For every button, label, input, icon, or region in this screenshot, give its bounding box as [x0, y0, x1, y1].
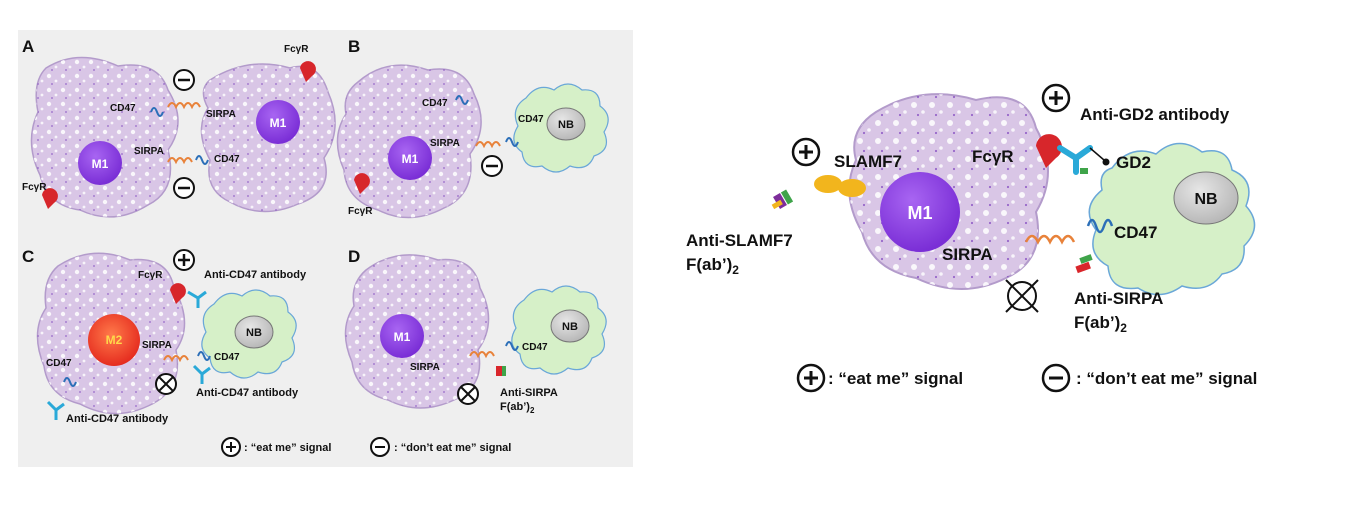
fcgr-receptor-icon	[354, 173, 370, 194]
tumor-nucleus-label-d: NB	[562, 321, 578, 333]
cd47-coil-main	[1086, 218, 1114, 234]
legend-eat-me-left: : “eat me” signal	[244, 442, 331, 454]
cd47-label-b-tumor: CD47	[518, 114, 544, 125]
tumor-nucleus-main	[1173, 171, 1239, 225]
legend-dont-eat-me-left: : “don’t eat me” signal	[394, 442, 511, 454]
fcgr-label-a2: FcγR	[284, 44, 309, 55]
fab-label-d: F(ab’)2	[500, 401, 535, 415]
nucleus-label-a1: M1	[92, 157, 109, 171]
sirpa-label-b: SIRPA	[430, 138, 460, 149]
sirpa-coil-d	[469, 351, 495, 359]
nucleus-label-a2: M1	[270, 116, 287, 130]
panel-letter-a: A	[22, 37, 34, 56]
fcgr-label-c: FcγR	[138, 270, 163, 281]
tumor-nucleus-d	[550, 309, 590, 343]
tumor-nucleus-label-b: NB	[558, 119, 574, 131]
sirpa-label-c: SIRPA	[142, 340, 172, 351]
anti-slamf7-label: Anti-SLAMF7	[686, 231, 793, 250]
anti-slamf7-fab-label: F(ab’)2	[686, 255, 739, 277]
cd47-coil-a-top	[150, 107, 164, 117]
panel-d: M1 NB SIRPA CD47 Anti-SIRPA F(ab’)2	[344, 254, 607, 415]
fcgr-label-main: FcγR	[972, 147, 1014, 166]
right-figure-panel: M1 NB SLAMF7 Anti-SLAMF7 F(ab’)2 FcγR An…	[676, 64, 1328, 399]
nucleus-label-c: M2	[106, 333, 123, 347]
gd2-label: GD2	[1116, 153, 1151, 172]
nucleus-d	[380, 314, 424, 358]
slamf7-label: SLAMF7	[834, 152, 902, 171]
right-figure-svg: M1 NB SLAMF7 Anti-SLAMF7 F(ab’)2 FcγR An…	[686, 83, 1257, 393]
cd47-label-a-top: CD47	[110, 103, 136, 114]
sirpa-label-a-top: SIRPA	[206, 109, 236, 120]
nucleus-a1	[78, 141, 122, 185]
anti-cd47-label-mid: Anti-CD47 antibody	[196, 387, 299, 399]
cd47-label-d: CD47	[522, 342, 548, 353]
fab-fragment-icon	[1075, 254, 1093, 274]
fcgr-receptor-icon	[42, 188, 58, 209]
cd47-coil-b-tumor	[505, 137, 519, 147]
anti-cd47-label-top: Anti-CD47 antibody	[204, 269, 307, 281]
nucleus-c	[88, 314, 140, 366]
anti-sirpa-fab-label: F(ab’)2	[1074, 313, 1127, 335]
panel-letter-b: B	[348, 37, 360, 56]
sirpa-coil-a-top	[167, 102, 201, 110]
antibody-icon	[1057, 145, 1093, 175]
tumor-cell-main	[1088, 142, 1256, 296]
cd47-coil-c-macrophage	[63, 377, 77, 387]
nucleus-a2	[256, 100, 300, 144]
antibody-icon	[187, 290, 207, 308]
tumor-nucleus-label-main: NB	[1194, 191, 1217, 208]
fcgr-label-a1: FcγR	[22, 182, 47, 193]
anti-sirpa-label-d: Anti-SIRPA	[500, 387, 558, 399]
tumor-nucleus-b	[546, 107, 586, 141]
panel-c: M2 NB FcγR Anti-CD47 antibody SIRPA CD47…	[36, 249, 307, 425]
sirpa-label-d: SIRPA	[410, 362, 440, 373]
cd47-label-main: CD47	[1114, 223, 1157, 242]
nucleus-main	[880, 172, 960, 252]
cd47-coil-a-bottom	[195, 155, 209, 165]
fab-fragment-icon	[496, 366, 506, 376]
sirpa-label-a-bottom: SIRPA	[134, 146, 164, 157]
antibody-icon	[192, 364, 211, 384]
nucleus-label-d: M1	[394, 330, 411, 344]
panel-letter-d: D	[348, 247, 360, 266]
anti-gd2-label: Anti-GD2 antibody	[1080, 105, 1230, 124]
sirpa-coil-b	[475, 141, 501, 149]
tumor-nucleus-c	[234, 315, 274, 349]
gd2-antigen-dot	[1102, 158, 1110, 166]
antibody-icon	[46, 400, 65, 420]
fab-fragment-icon	[771, 189, 794, 210]
panel-letter-c: C	[22, 247, 34, 266]
nucleus-b	[388, 136, 432, 180]
cd47-label-b-macrophage: CD47	[422, 98, 448, 109]
slamf7-receptor-icon	[814, 175, 866, 197]
sirpa-label-main: SIRPA	[942, 245, 993, 264]
anti-sirpa-label-main: Anti-SIRPA	[1074, 289, 1163, 308]
panel-b: M1 NB CD47 SIRPA CD47 FcγR	[336, 64, 609, 219]
panel-a: M1 M1 CD47 SIRPA SIRPA CD47 FcγR FcγR	[22, 44, 336, 218]
left-figure-panel: A B C D M1 M1 CD47 SIRPA SIRPA CD47 FcγR…	[18, 30, 633, 467]
cd47-coil-d	[505, 341, 519, 351]
cd47-coil-c-tumor	[197, 351, 211, 361]
legend-eat-me-right: : “eat me” signal	[828, 369, 963, 388]
fcgr-receptor-icon	[1036, 134, 1062, 168]
sirpa-coil-main	[1024, 234, 1076, 245]
nucleus-label-main: M1	[907, 203, 932, 223]
sirpa-coil-c	[163, 355, 189, 363]
sirpa-coil-a-bottom	[167, 157, 193, 165]
cd47-label-c-macrophage: CD47	[46, 358, 72, 369]
left-figure-svg: A B C D M1 M1 CD47 SIRPA SIRPA CD47 FcγR…	[22, 37, 609, 457]
legend-dont-eat-me-right: : “don’t eat me” signal	[1076, 369, 1257, 388]
cd47-label-a-bottom: CD47	[214, 154, 240, 165]
tumor-nucleus-label-c: NB	[246, 327, 262, 339]
fcgr-receptor-icon	[300, 61, 316, 82]
cd47-label-c-tumor: CD47	[214, 352, 240, 363]
legend-right: : “eat me” signal : “don’t eat me” signa…	[796, 363, 1257, 393]
nucleus-label-b: M1	[402, 152, 419, 166]
fcgr-label-b: FcγR	[348, 206, 373, 217]
legend-left: : “eat me” signal : “don’t eat me” signa…	[221, 437, 511, 457]
cd47-coil-b-macrophage	[455, 95, 469, 105]
fcgr-receptor-icon	[170, 283, 186, 304]
anti-cd47-label-bottom: Anti-CD47 antibody	[66, 413, 169, 425]
